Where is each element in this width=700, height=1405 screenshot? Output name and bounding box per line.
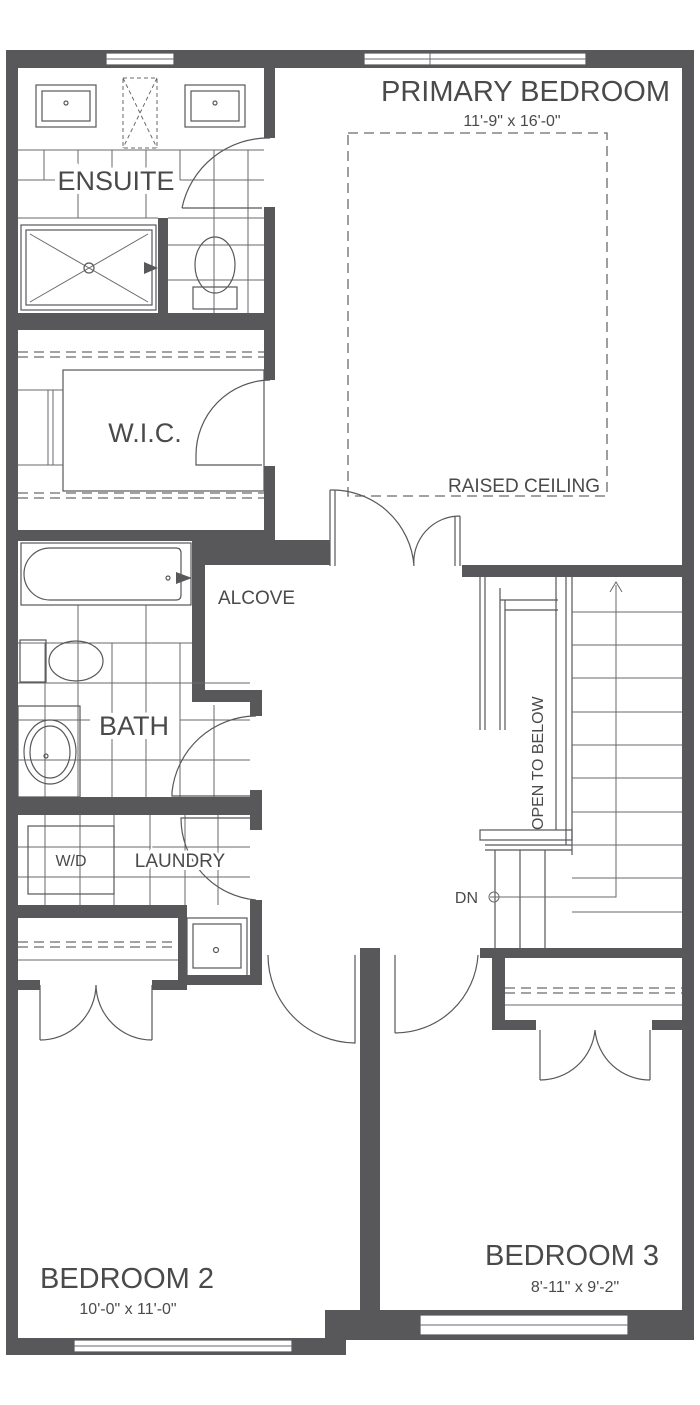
bath-label: BATH: [99, 711, 169, 741]
hall-doors: [267, 954, 479, 1044]
bedroom2-label: BEDROOM 2: [40, 1263, 214, 1295]
bedroom3-label: BEDROOM 3: [485, 1240, 659, 1272]
raised-ceiling-label: RAISED CEILING: [448, 476, 600, 497]
primary-bedroom: [329, 132, 608, 567]
stairs-down-label: DN: [455, 890, 478, 907]
open-to-below-label: OPEN TO BELOW: [530, 695, 547, 830]
primary-bedroom-size: 11'-9" x 16'-0": [463, 113, 560, 130]
ensuite-fixtures: [18, 77, 271, 313]
interior-walls: [6, 50, 694, 1312]
laundry-fixtures: [18, 815, 257, 977]
windows: [73, 52, 629, 1353]
bedroom3-size: 8'-11" x 9'-2": [531, 1279, 619, 1296]
room-labels: PRIMARY BEDROOM 11'-9" x 16'-0" RAISED C…: [40, 76, 670, 1318]
alcove-label: ALCOVE: [218, 588, 295, 609]
exterior-walls: [6, 50, 694, 1355]
staircase: [479, 577, 682, 948]
ensuite-label: ENSUITE: [57, 166, 174, 196]
wic-label: W.I.C.: [108, 418, 182, 448]
bath-fixtures: [17, 542, 257, 798]
bedroom2-size: 10'-0" x 11'-0": [79, 1301, 176, 1318]
bedroom2-closet: [18, 941, 178, 1041]
wic-fixtures: [18, 351, 271, 499]
bedroom3-closet: [505, 987, 682, 1081]
washer-dryer-label: W/D: [55, 853, 86, 870]
laundry-label: LAUNDRY: [135, 851, 226, 872]
primary-bedroom-label: PRIMARY BEDROOM: [381, 76, 670, 108]
